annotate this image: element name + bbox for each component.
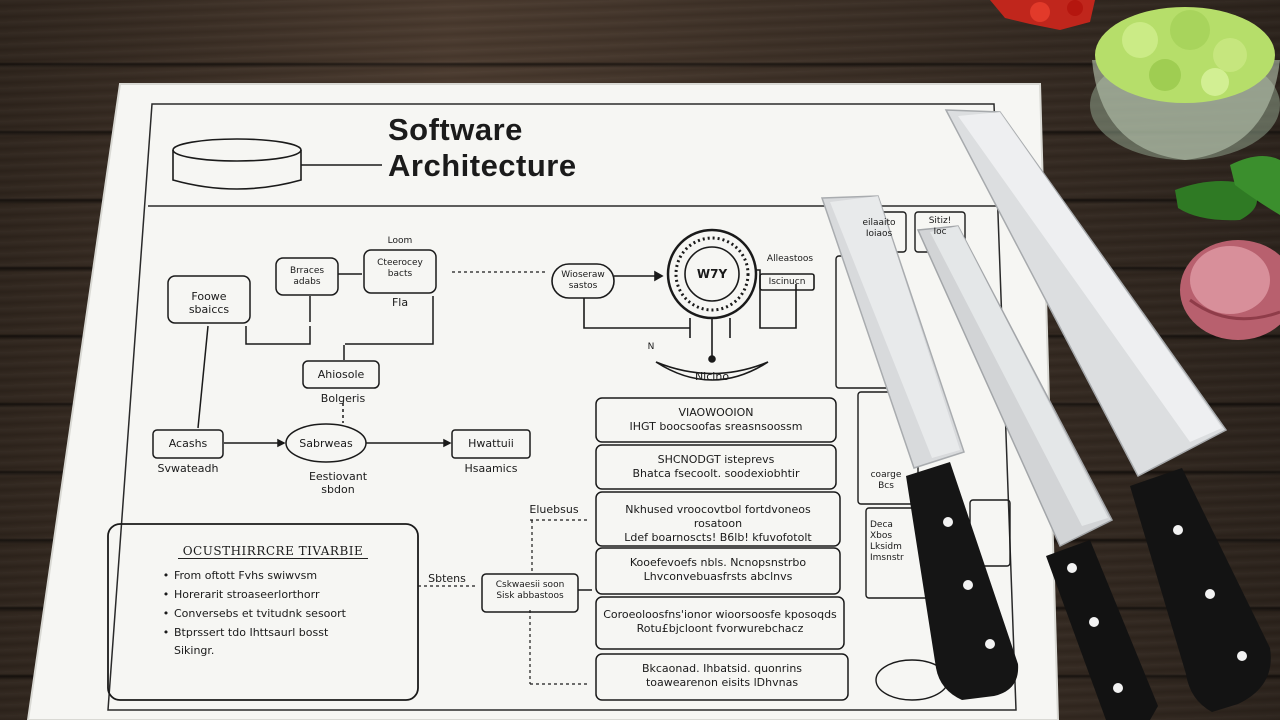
notes-item: From oftott Fvhs swiwvsm xyxy=(158,566,406,585)
clipped-label: Sitiz! Ioc xyxy=(928,216,952,237)
gear-label: W7Y xyxy=(696,267,728,281)
notes-title: OCUSTHIRRCRE TIVARBIE xyxy=(178,544,368,559)
node-label: Brraces adabs xyxy=(289,266,325,287)
bottom-label: Nicino xyxy=(694,370,730,383)
left-sub-label: Svwateadh xyxy=(157,462,219,475)
ellipse-sub-label: Eestiovant sbdon xyxy=(308,470,368,496)
stack-item-2: SHCNODGT isteprevs Bhatca fsecoolt. sood… xyxy=(632,453,800,480)
node-label: Fla xyxy=(391,296,409,309)
tomato-garnish xyxy=(990,0,1095,30)
chef-knives xyxy=(820,109,1271,720)
bottom-side-label: N xyxy=(647,342,655,352)
notes-box xyxy=(107,523,419,701)
notes-item: Horerarit stroaseerlorthorr xyxy=(158,585,406,604)
page-title: Software Architecture xyxy=(388,112,577,184)
notes-footer: Sikingr. xyxy=(174,644,215,657)
title-line-1: Software xyxy=(388,112,523,147)
red-onion xyxy=(1180,240,1280,340)
herb-leaf xyxy=(1175,181,1258,221)
node-label: Cteerocey bacts xyxy=(377,258,423,279)
service-box-label: Ahiosole xyxy=(317,368,365,381)
side-label-left: Sbtens xyxy=(428,572,466,585)
notes-item: Btprssert tdo Ihttsaurl bosst xyxy=(158,623,406,642)
right-sub-label: Hsaamics xyxy=(464,462,518,475)
side-label-top: Eluebsus xyxy=(529,503,579,516)
stack-item-1: VIAOWOOION IHGT boocsoofas sreasnsoossm xyxy=(629,406,803,433)
glass-bowl xyxy=(1090,7,1280,160)
clipped-label: coarge Bcs xyxy=(870,470,902,491)
left-flow-diagram xyxy=(152,249,531,463)
gear-box-label: Iscinucn xyxy=(768,277,806,287)
stack-item-4: Kooefevoefs nbls. Ncnopsnstrbo Lhvconveb… xyxy=(629,556,807,583)
layer-stack xyxy=(481,397,849,701)
stack-item-3: Nkhused vroocovtbol fortdvoneos rosatoon… xyxy=(624,503,812,544)
database-icon xyxy=(172,138,382,190)
service-sub-label: Bolgeris xyxy=(320,392,366,405)
notes-item: Conversebs et tvitudnk sesoort xyxy=(158,604,406,623)
clipped-label: eilaaito Ioiaos xyxy=(862,218,896,239)
dotted-connectors xyxy=(418,271,590,685)
stack-item-5: Coroeoloosfns'ionor wioorsoosfe kposoqds… xyxy=(603,608,837,635)
title-line-2: Architecture xyxy=(388,148,577,183)
stack-item-6: Bkcaonad. Ihbatsid. quonrins toawearenon… xyxy=(641,662,803,689)
right-box-label: Hwattuii xyxy=(468,437,514,450)
middle-box-label: Cskwaesii soon Sisk abbastoos xyxy=(495,580,565,601)
node-label: Loom xyxy=(387,236,413,246)
clipped-label: Deca Xbos Lksidm Imsnstr xyxy=(870,520,904,563)
node-label: Foowe sbaiccs xyxy=(188,290,230,316)
notes-list: From oftott Fvhs swiwvsm Horerarit stroa… xyxy=(158,566,406,642)
center-diagram xyxy=(551,228,815,381)
pill-label: Wioseraw sastos xyxy=(561,270,605,291)
left-box-label: Acashs xyxy=(168,437,208,450)
ellipse-label: Sabrweas xyxy=(299,437,353,450)
gear-top-label: Alleastoos xyxy=(766,254,814,264)
